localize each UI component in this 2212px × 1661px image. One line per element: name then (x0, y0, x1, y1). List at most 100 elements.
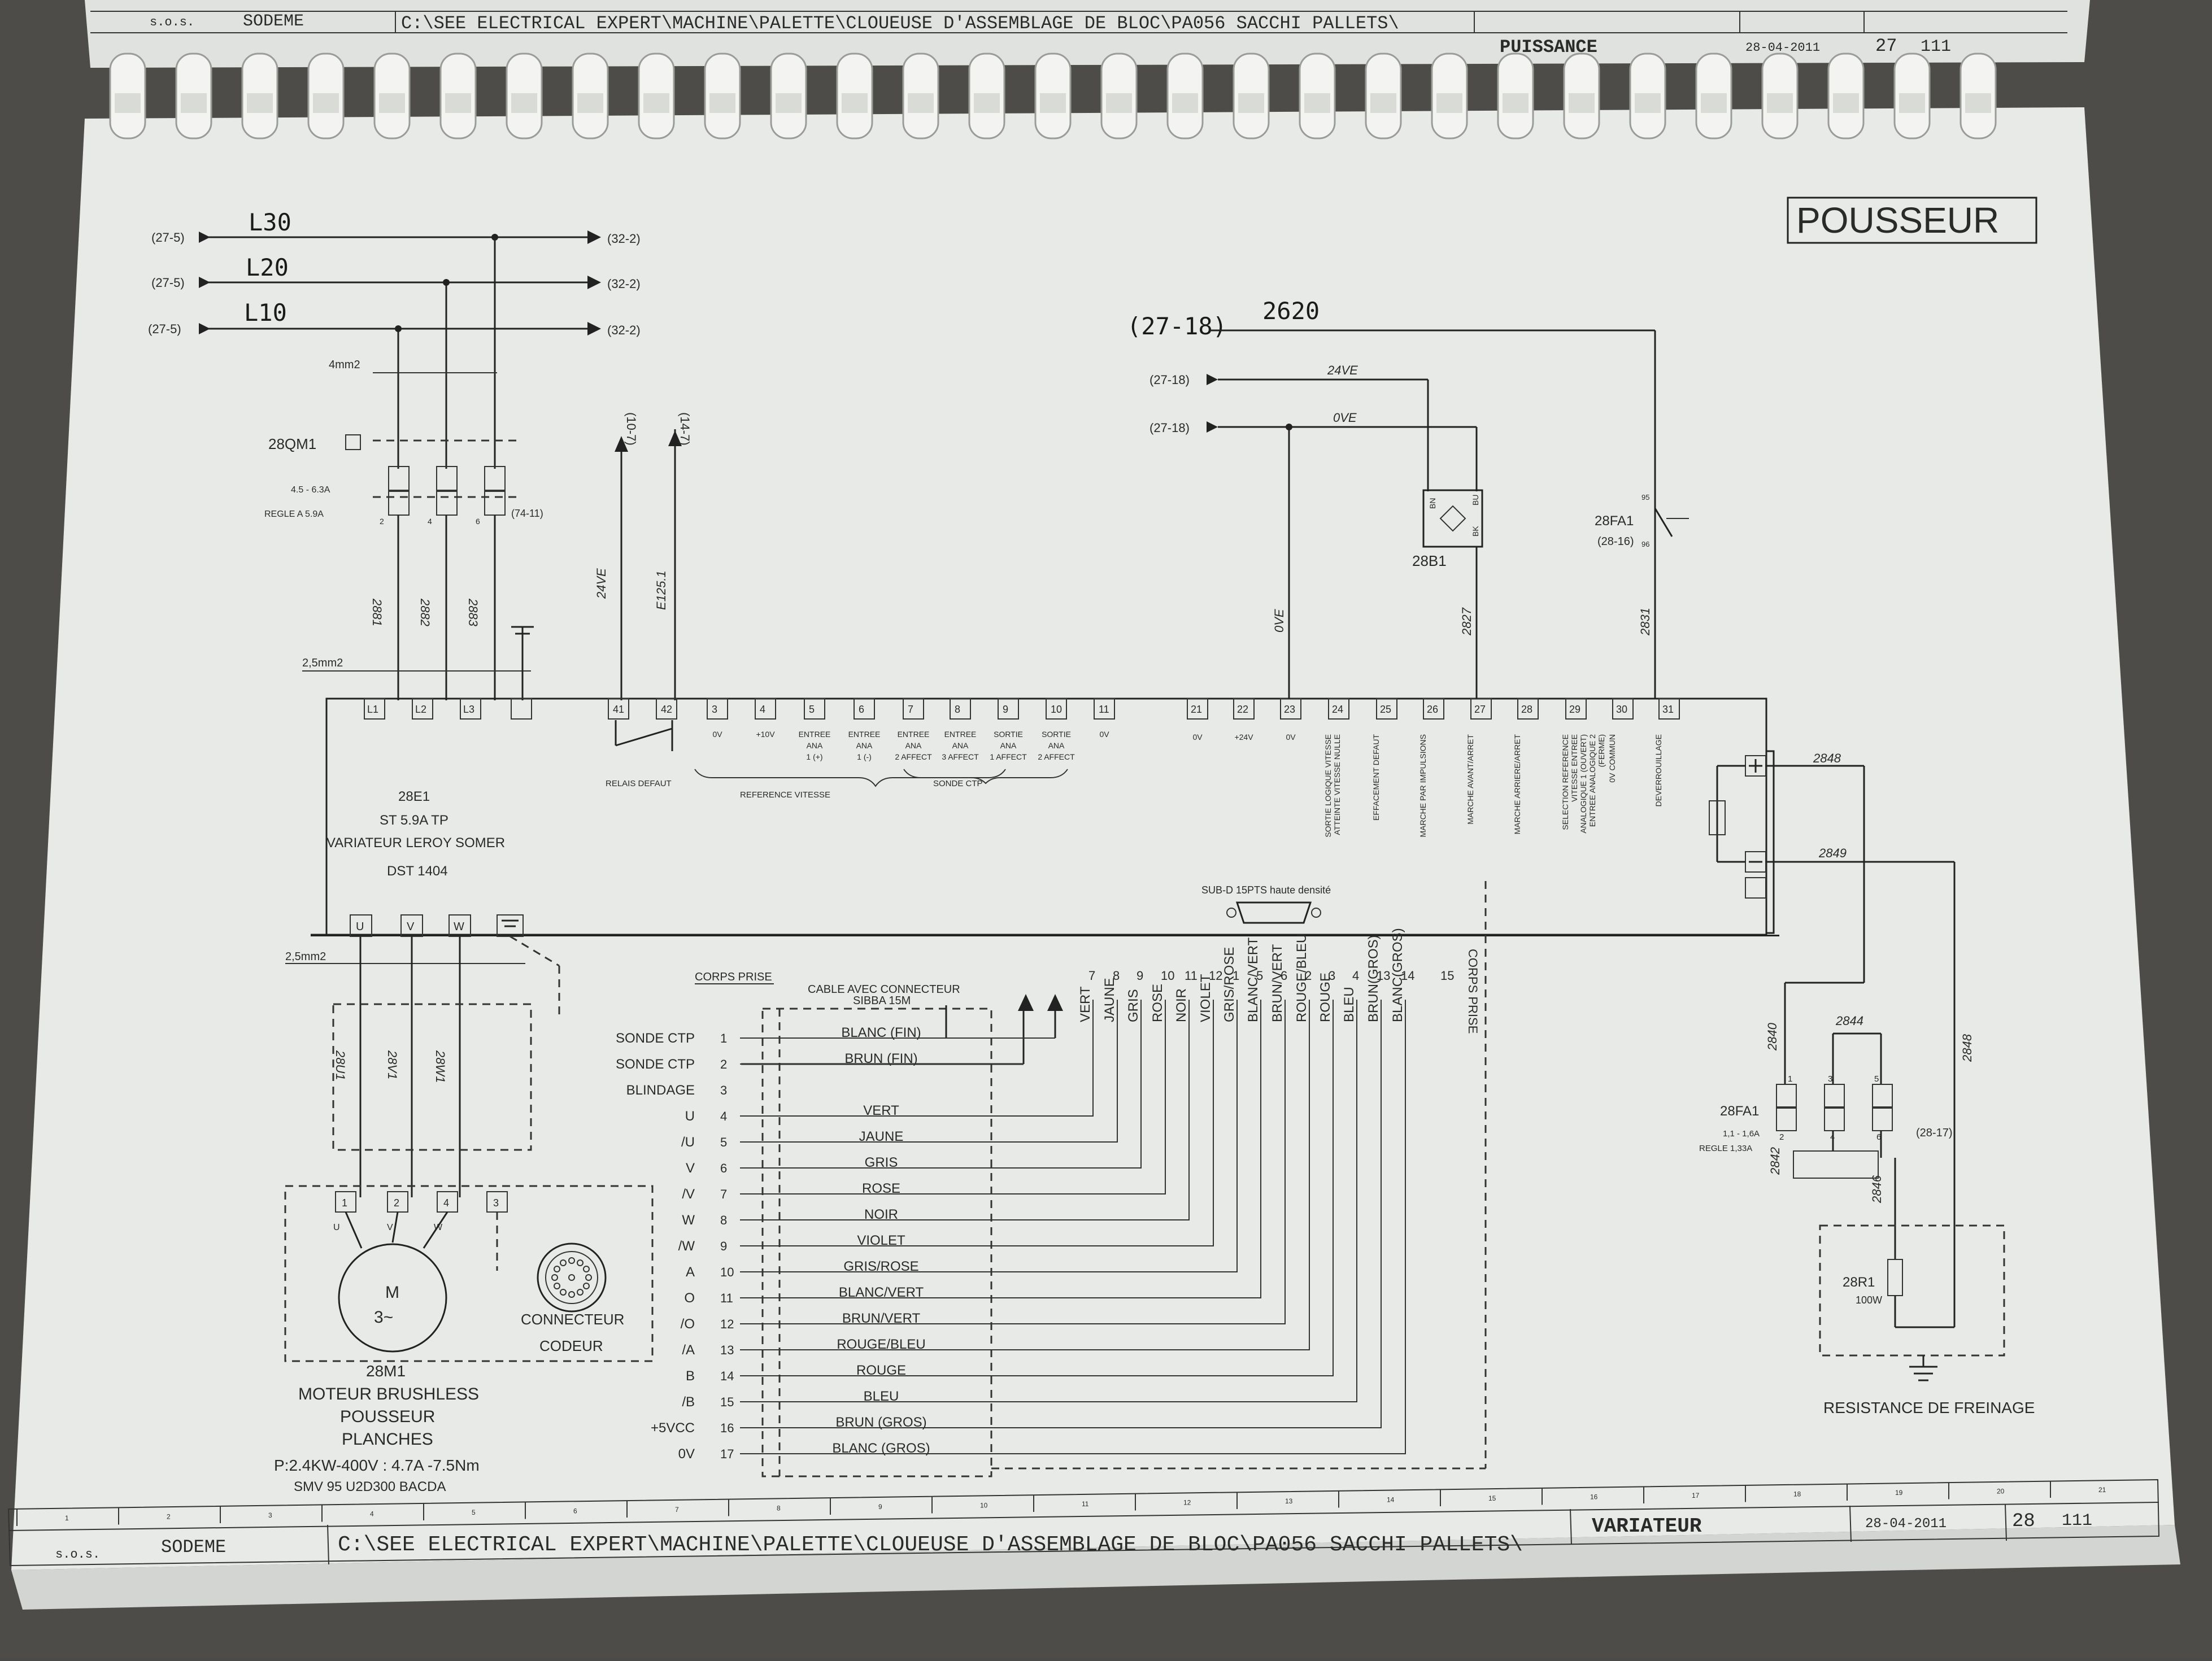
drive-out-u: U (356, 921, 364, 933)
bottom-column-number: 20 (1997, 1488, 2005, 1496)
bottom-column-number: 5 (472, 1509, 476, 1516)
cable-signal: +5VCC (651, 1420, 695, 1436)
cable-signal: /O (681, 1316, 695, 1332)
motor-line-3: PLANCHES (342, 1430, 433, 1449)
drive-terminal: 41 (608, 698, 629, 720)
brake-pin-1: 1 (1788, 1074, 1792, 1084)
cable-column-color: GRIS/ROSE (1222, 947, 1237, 1022)
signal-refs: (10-7) (14-7) 24VE E125.1 (594, 412, 692, 700)
wire-2883: 2883 (466, 598, 480, 627)
cable-pin: 3 (720, 1083, 727, 1097)
breaker-ref: (74-11) (511, 508, 543, 519)
hand-l20: L20 (246, 254, 289, 281)
breaker-28qm1: 28QM1 4.5 - 6.3A REGLE A 5.9A (74-11) 2 … (264, 395, 543, 700)
drive-terminal-number: 9 (1003, 704, 1008, 715)
top-page: 27 (1875, 36, 1897, 56)
motor-wire-28v1: 28V1 (385, 1050, 399, 1079)
drive-terminal-number: 6 (859, 704, 864, 715)
drive-terminal-label: ANA (952, 741, 969, 750)
cable-signal: /A (682, 1342, 695, 1358)
cable-section: CORPS PRISE CABLE AVEC CONNECTEUR SIBBA … (616, 881, 1487, 1477)
cable-signal: BLINDAGE (626, 1083, 695, 1098)
cable-column-color: GRIS (1126, 989, 1141, 1022)
drive-terminal-label: ANA (1000, 741, 1017, 750)
binding-ring (1497, 53, 1534, 139)
subd-connector (1235, 901, 1312, 924)
breaker-range: 4.5 - 6.3A (291, 485, 330, 495)
cable-column-number: 15 (1440, 969, 1454, 983)
bottom-column-number: 18 (1793, 1490, 1801, 1498)
motor-term-1: 1 (342, 1197, 347, 1209)
motor-wire-28u1: 28U1 (333, 1050, 347, 1080)
bottom-column-number: 9 (878, 1503, 882, 1511)
drive-terminal: 4+10V (755, 698, 776, 739)
motor-tag: 28M1 (366, 1362, 406, 1380)
bottom-column-number: 3 (268, 1511, 272, 1519)
top-path: C:\SEE ELECTRICAL EXPERT\MACHINE\PALETTE… (401, 13, 1399, 34)
brake-wire-2840: 2840 (1765, 1022, 1779, 1051)
drive-terminal-number: 22 (1237, 704, 1248, 715)
brake-section: 2848 2849 2840 2844 2848 2842 2846 1 3 5… (1699, 751, 2035, 1416)
cable-column-color: BLANC(GROS) (1390, 928, 1405, 1022)
binding-ring (1166, 53, 1204, 139)
drive-terminal-label: (FERME) (1597, 734, 1606, 767)
drive-terminal-number: 7 (908, 704, 913, 715)
drive-tag: 28E1 (398, 789, 430, 804)
wire-0ve: 0VE (1272, 609, 1286, 633)
drive-terminal-label: +10V (756, 730, 775, 739)
drive-terminal-label: ENTREE (799, 730, 831, 739)
bottom-column-number: 1 (65, 1514, 69, 1522)
supply-section: (27-5) (27-5) (27-5) (32-2) (32-2) (32-2… (148, 208, 641, 395)
drive-terminal-label: VITESSE ENTREE (1570, 734, 1579, 802)
encoder-label-1: CONNECTEUR (521, 1311, 624, 1328)
motor-wire-size: 2,5mm2 (285, 951, 326, 963)
supply-out-ref-2: (32-2) (607, 277, 641, 291)
cable-signal: V (686, 1161, 695, 1176)
drive-terminal-number: 8 (955, 704, 960, 715)
cable-column-number: 11 (1185, 969, 1198, 983)
top-title-block: s.o.s. SODEME C:\SEE ELECTRICAL EXPERT\M… (90, 11, 2067, 58)
bottom-column-number: 8 (777, 1505, 781, 1512)
binding-ring (1563, 53, 1600, 139)
cable-pin: 13 (720, 1343, 734, 1357)
drive-terminal-number: 3 (712, 704, 717, 715)
drive-terminal-label: ENTREE (944, 730, 977, 739)
cable-signal: W (682, 1213, 695, 1228)
drive-terminal-label: 1 AFFECT (990, 752, 1027, 761)
sensor-pin-bu: BU (1471, 495, 1480, 505)
binding-ring (1100, 53, 1138, 139)
binding-ring (307, 53, 345, 139)
bottom-column-number: 4 (370, 1510, 374, 1518)
supply-in-ref-2: (27-5) (151, 276, 185, 290)
drive-desc: VARIATEUR LEROY SOMER (326, 835, 505, 851)
cable-column-color: BLANC/VERT (1246, 937, 1261, 1022)
drive-terminal-label: 0V (712, 730, 722, 739)
drive-terminal-label: MARCHE ARRIERE/ARRET (1513, 734, 1522, 835)
breaker-term-6: 6 (476, 517, 480, 526)
drive-terminal-label: 1 (+) (806, 752, 822, 761)
drive-terminal-label: DEVERROUILLAGE (1654, 734, 1663, 806)
cable-pin: 4 (720, 1109, 727, 1123)
cable-column-color: VERT (1078, 986, 1093, 1022)
brake-pin-2: 2 (1779, 1132, 1784, 1142)
binding-ring (506, 53, 543, 139)
brake-title: RESISTANCE DE FREINAGE (1823, 1399, 2035, 1416)
bottom-section: VARIATEUR (1592, 1515, 1702, 1538)
binding-ring (638, 53, 675, 139)
cable-column-number: 3 (1329, 969, 1335, 983)
group-ctp-label: SONDE CTP (933, 779, 983, 788)
hand-l30: L30 (249, 208, 291, 236)
drive-terminal-number: 30 (1616, 704, 1627, 715)
cable-column-color: ROUGE/BLEU (1294, 934, 1309, 1022)
previous-page (85, 0, 2090, 68)
cable-row: BLINDAGE 3 (626, 1083, 728, 1098)
